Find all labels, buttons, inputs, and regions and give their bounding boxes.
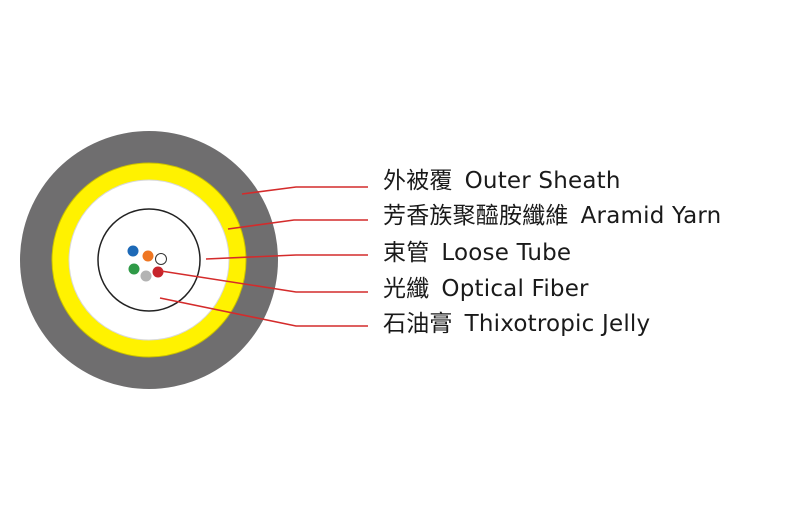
label-loose-tube-en: Loose Tube <box>441 240 572 266</box>
label-optical-fiber: 光纖 Optical Fiber <box>383 274 589 304</box>
optical-fiber-orange <box>142 250 154 262</box>
leader-line-thixotropic-jelly <box>159 297 368 327</box>
optical-fiber-green <box>128 263 140 275</box>
label-outer-sheath-zh: 外被覆 <box>383 168 453 194</box>
label-outer-sheath-en: Outer Sheath <box>464 168 621 194</box>
leader-lines <box>159 186 368 327</box>
optical-fiber-red <box>152 266 164 278</box>
leader-line-outer-sheath <box>241 186 368 195</box>
label-loose-tube: 束管 Loose Tube <box>383 238 571 268</box>
label-aramid-yarn-en: Aramid Yarn <box>580 203 722 229</box>
label-thixotropic-jelly-zh: 石油膏 <box>383 311 453 337</box>
label-optical-fiber-zh: 光纖 <box>383 276 430 302</box>
leader-line-aramid-yarn <box>227 219 368 230</box>
label-loose-tube-zh: 束管 <box>383 240 430 266</box>
label-thixotropic-jelly: 石油膏 Thixotropic Jelly <box>383 309 650 339</box>
label-outer-sheath: 外被覆 Outer Sheath <box>383 166 621 196</box>
leader-line-optical-fiber <box>160 270 368 293</box>
label-optical-fiber-en: Optical Fiber <box>441 276 589 302</box>
label-aramid-yarn-zh: 芳香族聚醯胺纖維 <box>383 203 569 229</box>
leader-line-loose-tube <box>205 254 368 260</box>
optical-fiber-white <box>155 253 167 265</box>
optical-fiber-blue <box>127 245 139 257</box>
label-aramid-yarn: 芳香族聚醯胺纖維 Aramid Yarn <box>383 201 721 231</box>
optical-fiber-gray <box>140 270 152 282</box>
label-thixotropic-jelly-en: Thixotropic Jelly <box>464 311 651 337</box>
